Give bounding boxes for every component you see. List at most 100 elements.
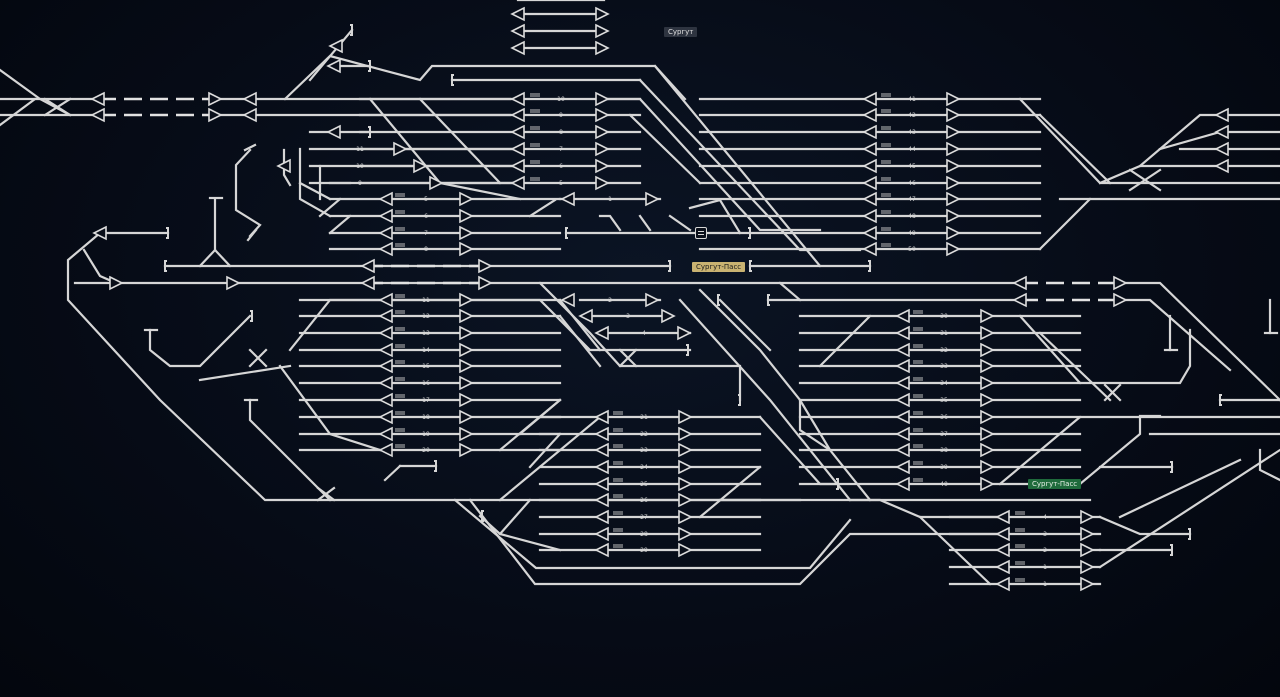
signal-icon (393, 141, 408, 157)
signal-icon (459, 225, 474, 241)
track-segment (283, 54, 687, 101)
track-number: 50 (908, 246, 916, 253)
signal-icon (595, 175, 610, 191)
signal-icon (980, 476, 995, 492)
buffer-stop (250, 310, 253, 322)
signal-icon (678, 492, 693, 508)
track-segment (1018, 314, 1192, 385)
signal-icon (594, 492, 609, 508)
track-segment (1098, 448, 1280, 569)
signal-icon (678, 542, 693, 558)
signal-icon (995, 526, 1010, 542)
track-number: 1 (608, 196, 612, 203)
track-number-labels: 1098765111095678123441424344454647484950… (356, 96, 1047, 588)
signal-icon (1080, 526, 1095, 542)
track-segment (198, 364, 292, 382)
buffer-stop (717, 294, 720, 306)
track-number: 9 (559, 112, 563, 119)
signal-icon (895, 442, 910, 458)
signal-icon (478, 275, 493, 291)
track-number: 6 (559, 163, 563, 170)
signal-icon (459, 409, 474, 425)
signal-icon (459, 241, 474, 257)
signal-icon (895, 325, 910, 341)
buffer-stop (350, 24, 353, 36)
signal-icon (1113, 292, 1128, 308)
signal-icon (895, 476, 910, 492)
track-segment (818, 314, 872, 368)
track-segment (278, 364, 382, 452)
station-label-surgut[interactable]: Сургут (664, 27, 698, 37)
depot-icon[interactable] (695, 227, 707, 239)
track-segment (628, 113, 702, 185)
signal-icon (594, 526, 609, 542)
signal-icon (1214, 124, 1229, 140)
signal-icon (862, 191, 877, 207)
track-number: 49 (908, 230, 916, 237)
track-number: 17 (422, 397, 430, 404)
signal-icon (226, 275, 241, 291)
buffer-stop (434, 460, 437, 472)
signal-icon (862, 158, 877, 174)
signal-icon (378, 225, 393, 241)
signal-icon (326, 124, 341, 140)
track-number: 3 (626, 313, 630, 320)
signal-icon (895, 409, 910, 425)
buffer-stop (368, 60, 371, 72)
track-number: 33 (940, 363, 948, 370)
signal-icon (1080, 576, 1095, 592)
track-segment (418, 97, 502, 185)
track-number: 5 (559, 180, 563, 187)
track-number: 19 (422, 431, 430, 438)
signal-icon (677, 325, 692, 341)
signal-icon (595, 158, 610, 174)
signal-icon (862, 225, 877, 241)
station-label-surgut-pass[interactable]: Сургут-Пасс (692, 262, 746, 272)
track-number: 14 (422, 347, 430, 354)
station-label-surgut-freight[interactable]: Сургут-Пасс (1028, 479, 1082, 489)
track-segment (1038, 197, 1092, 251)
signal-icon (595, 6, 610, 22)
track-segment (1138, 113, 1280, 168)
signal-icon (980, 409, 995, 425)
signal-icon (946, 241, 961, 257)
signal-icon (862, 241, 877, 257)
signal-icon (459, 208, 474, 224)
buffer-stop (738, 394, 741, 406)
buffer-stop (1170, 544, 1173, 556)
signal-icon (895, 308, 910, 324)
signal-icon (242, 91, 257, 107)
signal-icon (995, 542, 1010, 558)
track-number: 32 (940, 347, 948, 354)
track-number: 12 (422, 313, 430, 320)
track-lines (0, 0, 1280, 586)
signal-icon (595, 107, 610, 123)
track-segment (558, 314, 602, 368)
signal-icon (459, 392, 474, 408)
signal-icon (862, 208, 877, 224)
signal-icon (1080, 509, 1095, 525)
signal-icon (560, 191, 575, 207)
track-segment (1118, 298, 1232, 372)
signal-icon (459, 308, 474, 324)
buffer-stop (481, 510, 484, 522)
track-segment (1118, 458, 1242, 519)
track-number: 6 (424, 213, 428, 220)
track-segment (213, 198, 232, 268)
track-segment (1038, 113, 1112, 185)
signal-icon (895, 375, 910, 391)
track-segment (618, 348, 638, 368)
signal-icon (208, 91, 223, 107)
track-segment (1118, 281, 1280, 402)
signal-icon (678, 476, 693, 492)
signal-icon (980, 358, 995, 374)
signal-icon (510, 141, 525, 157)
track-segment (383, 464, 402, 482)
track-segment (998, 415, 1280, 486)
track-segment (698, 288, 872, 502)
buffer-stop (164, 260, 167, 272)
signal-icon (510, 91, 525, 107)
track-number: 7 (424, 230, 428, 237)
track-number: 41 (908, 96, 916, 103)
track-number: 37 (940, 431, 948, 438)
